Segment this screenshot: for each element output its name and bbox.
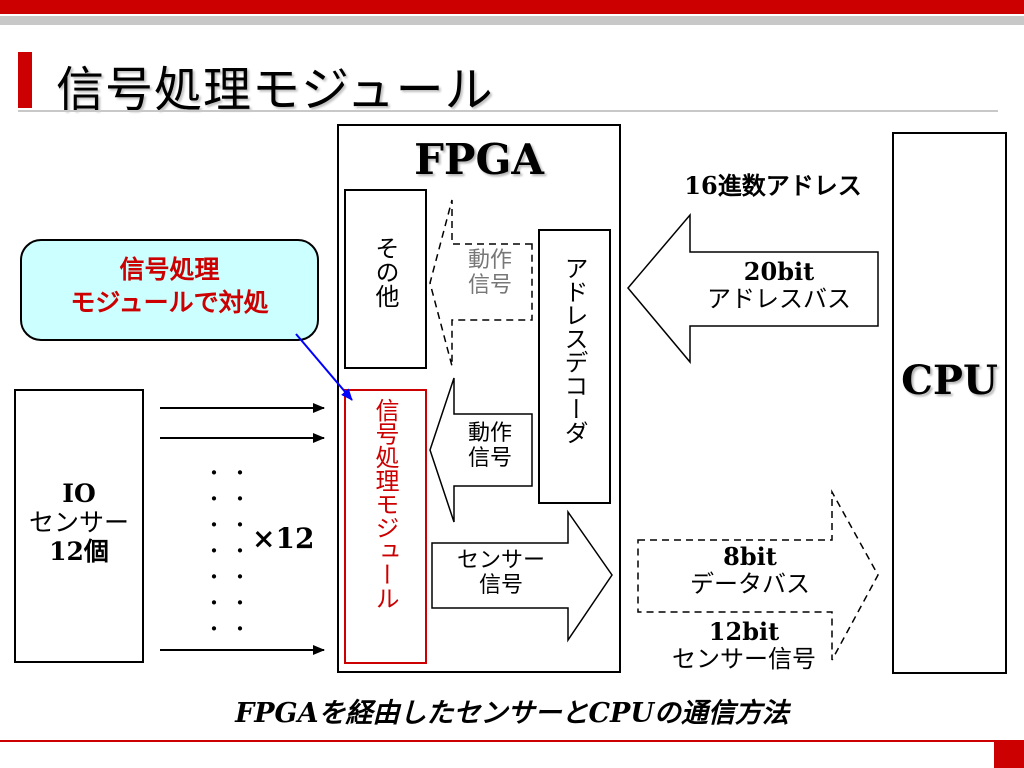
ellipsis-dot: ・ xyxy=(230,513,250,537)
title-accent-bar xyxy=(18,52,32,108)
operation-signal-gray-line-1: 動作 xyxy=(467,248,512,273)
cpu-box xyxy=(892,132,1007,674)
callout-pointer xyxy=(295,333,353,401)
signal-module-label: 信号処理モジュール xyxy=(371,398,399,610)
data-bus-dashed-arrow xyxy=(637,489,879,661)
operation-signal-gray-label: 動作 信号 xyxy=(452,248,528,299)
ellipsis-dot: ・ xyxy=(204,461,224,485)
sensor-box xyxy=(14,389,144,663)
cpu-label: CPU xyxy=(901,357,998,404)
signal-module-box xyxy=(344,389,427,664)
ellipsis-dot: ・ xyxy=(204,617,224,641)
address-bus-width: 20bit xyxy=(743,257,815,286)
operation-signal-label: 動作 信号 xyxy=(452,421,528,472)
slide-caption: FPGAを経由したセンサーとCPUの通信方法 xyxy=(235,698,789,729)
address-decoder-box xyxy=(538,229,611,504)
ellipsis-dot: ・ xyxy=(204,513,224,537)
address-bus-arrow xyxy=(627,212,879,365)
sensor-signal-12bit-label: 12bit センサー信号 xyxy=(644,617,844,674)
ellipsis-dot: ・ xyxy=(204,565,224,589)
data-bus-label: 8bit データバス xyxy=(660,543,840,598)
data-bus-name: データバス xyxy=(690,569,810,598)
ellipsis-dot: ・ xyxy=(230,617,250,641)
ellipsis-dot: ・ xyxy=(230,461,250,485)
sensor-signal-label: センサー 信号 xyxy=(440,548,562,599)
fpga-label: FPGA xyxy=(414,135,544,184)
operation-signal-arrow xyxy=(429,377,533,523)
ellipsis-dot: ・ xyxy=(204,539,224,563)
operation-signal-dashed-arrow xyxy=(429,199,533,367)
sensor-block-label: IO センサー 12個 xyxy=(15,479,143,566)
header-gray-bar xyxy=(0,16,1024,25)
address-bus-name: アドレスバス xyxy=(707,284,851,313)
sensor-block-name: センサー xyxy=(28,507,129,537)
callout-line-2: モジュールで対処 xyxy=(70,287,269,317)
callout-line-1: 信号処理 xyxy=(119,255,220,284)
ellipsis-dot: ・ xyxy=(230,539,250,563)
ellipsis-dot: ・ xyxy=(204,591,224,615)
footer-red-block xyxy=(994,740,1024,768)
callout-box xyxy=(20,239,319,341)
ellipsis-dot: ・ xyxy=(230,591,250,615)
operation-signal-line-1: 動作 xyxy=(467,421,512,446)
ellipsis-column-right: ・ ・ ・ ・ ・ ・ ・ xyxy=(228,460,252,642)
sensor-block-io: IO xyxy=(62,479,96,508)
address-bus-label: 20bit アドレスバス xyxy=(686,258,872,313)
multiplier-label: ×12 xyxy=(252,522,315,555)
sensor-signal-arrow xyxy=(431,509,613,643)
operation-signal-line-2: 信号 xyxy=(467,446,512,472)
ellipsis-dot: ・ xyxy=(204,487,224,511)
title-underline xyxy=(18,110,998,112)
other-block-box xyxy=(344,189,427,369)
sensor-signal-line-1: センサー xyxy=(456,548,545,573)
sensor-signal-line-2: 信号 xyxy=(478,573,523,599)
other-block-label: その他 xyxy=(371,236,399,308)
ellipsis-dot: ・ xyxy=(230,487,250,511)
ellipsis-dot: ・ xyxy=(230,565,250,589)
sensor-signal-12bit-name: センサー信号 xyxy=(672,644,816,674)
sensor-signal-12bit-width: 12bit xyxy=(708,617,780,646)
data-bus-width: 8bit xyxy=(723,542,777,571)
ellipsis-column-left: ・ ・ ・ ・ ・ ・ ・ xyxy=(202,460,226,642)
callout-label: 信号処理 モジュールで対処 xyxy=(21,254,318,319)
slide-title: 信号処理モジュール xyxy=(56,62,494,118)
operation-signal-gray-line-2: 信号 xyxy=(467,273,512,299)
hex-address-label: 16進数アドレス xyxy=(684,171,862,200)
sensor-block-count: 12個 xyxy=(49,536,109,566)
header-red-bar xyxy=(0,0,1024,14)
address-decoder-label: アドレスデコーダ xyxy=(560,256,588,444)
